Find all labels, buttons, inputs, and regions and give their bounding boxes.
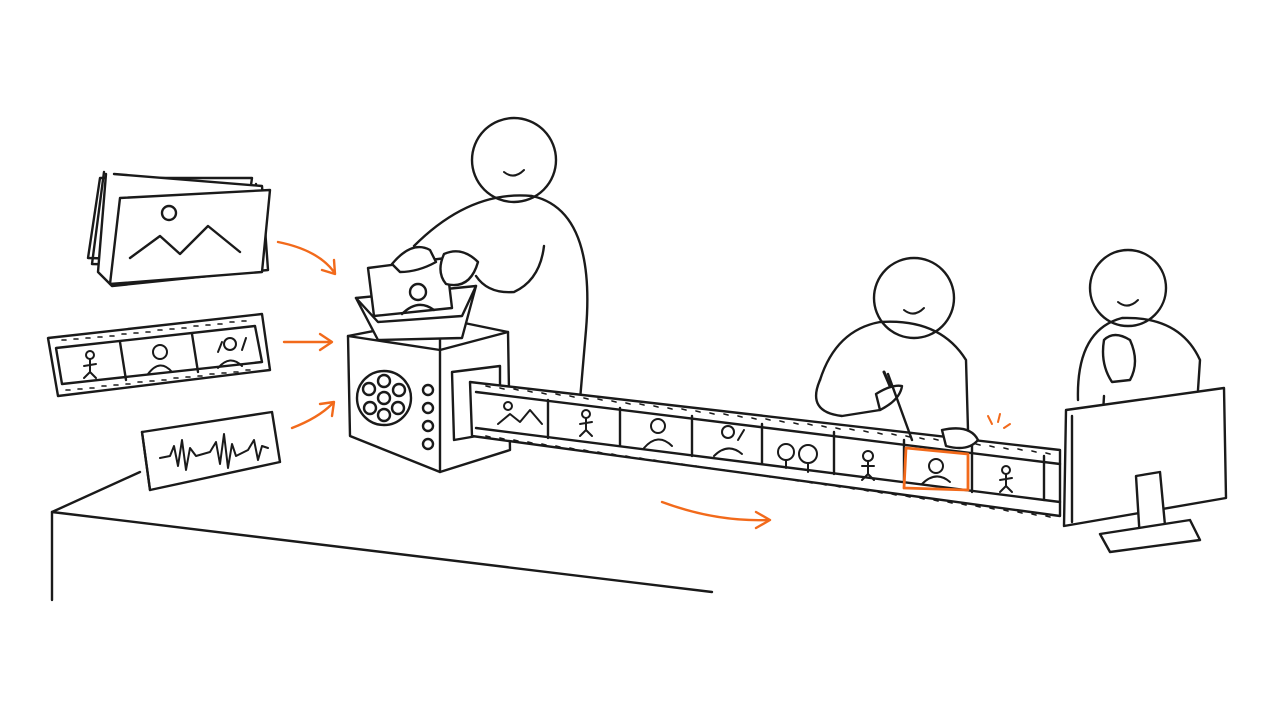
film-frame-walking <box>579 409 593 437</box>
control-knob-icon <box>421 383 435 451</box>
output-film-strip <box>468 380 1062 518</box>
highlighted-frame <box>902 446 970 492</box>
person-bust-icon <box>147 344 173 375</box>
processing-machine <box>346 256 512 474</box>
film-frame-trees <box>777 443 818 473</box>
viewer-figure <box>1076 248 1202 432</box>
film-frame-mountain <box>497 401 543 425</box>
walking-figure-icon <box>83 350 97 379</box>
waving-figure-icon <box>217 337 247 369</box>
arrow-film-icon <box>282 332 334 352</box>
operator-figure <box>390 116 589 402</box>
editor-figure <box>814 256 980 450</box>
audio-waveform-icon <box>140 410 282 492</box>
film-frame-walking-2 <box>999 465 1013 493</box>
photo-stack-icon <box>86 170 272 288</box>
film-frame-standing <box>861 450 875 481</box>
hopper-icon <box>354 256 478 342</box>
film-strip-icon <box>46 312 272 398</box>
arrow-film-flow-icon <box>660 500 772 530</box>
arrow-audio-icon <box>290 400 336 430</box>
film-frame-waving <box>713 425 745 457</box>
monitor-icon <box>1062 386 1228 554</box>
film-frame-bust <box>643 418 673 449</box>
arrow-photos-icon <box>276 240 337 276</box>
table <box>50 470 714 602</box>
sparkle-icon <box>987 413 1011 429</box>
film-reel-icon <box>355 369 413 427</box>
